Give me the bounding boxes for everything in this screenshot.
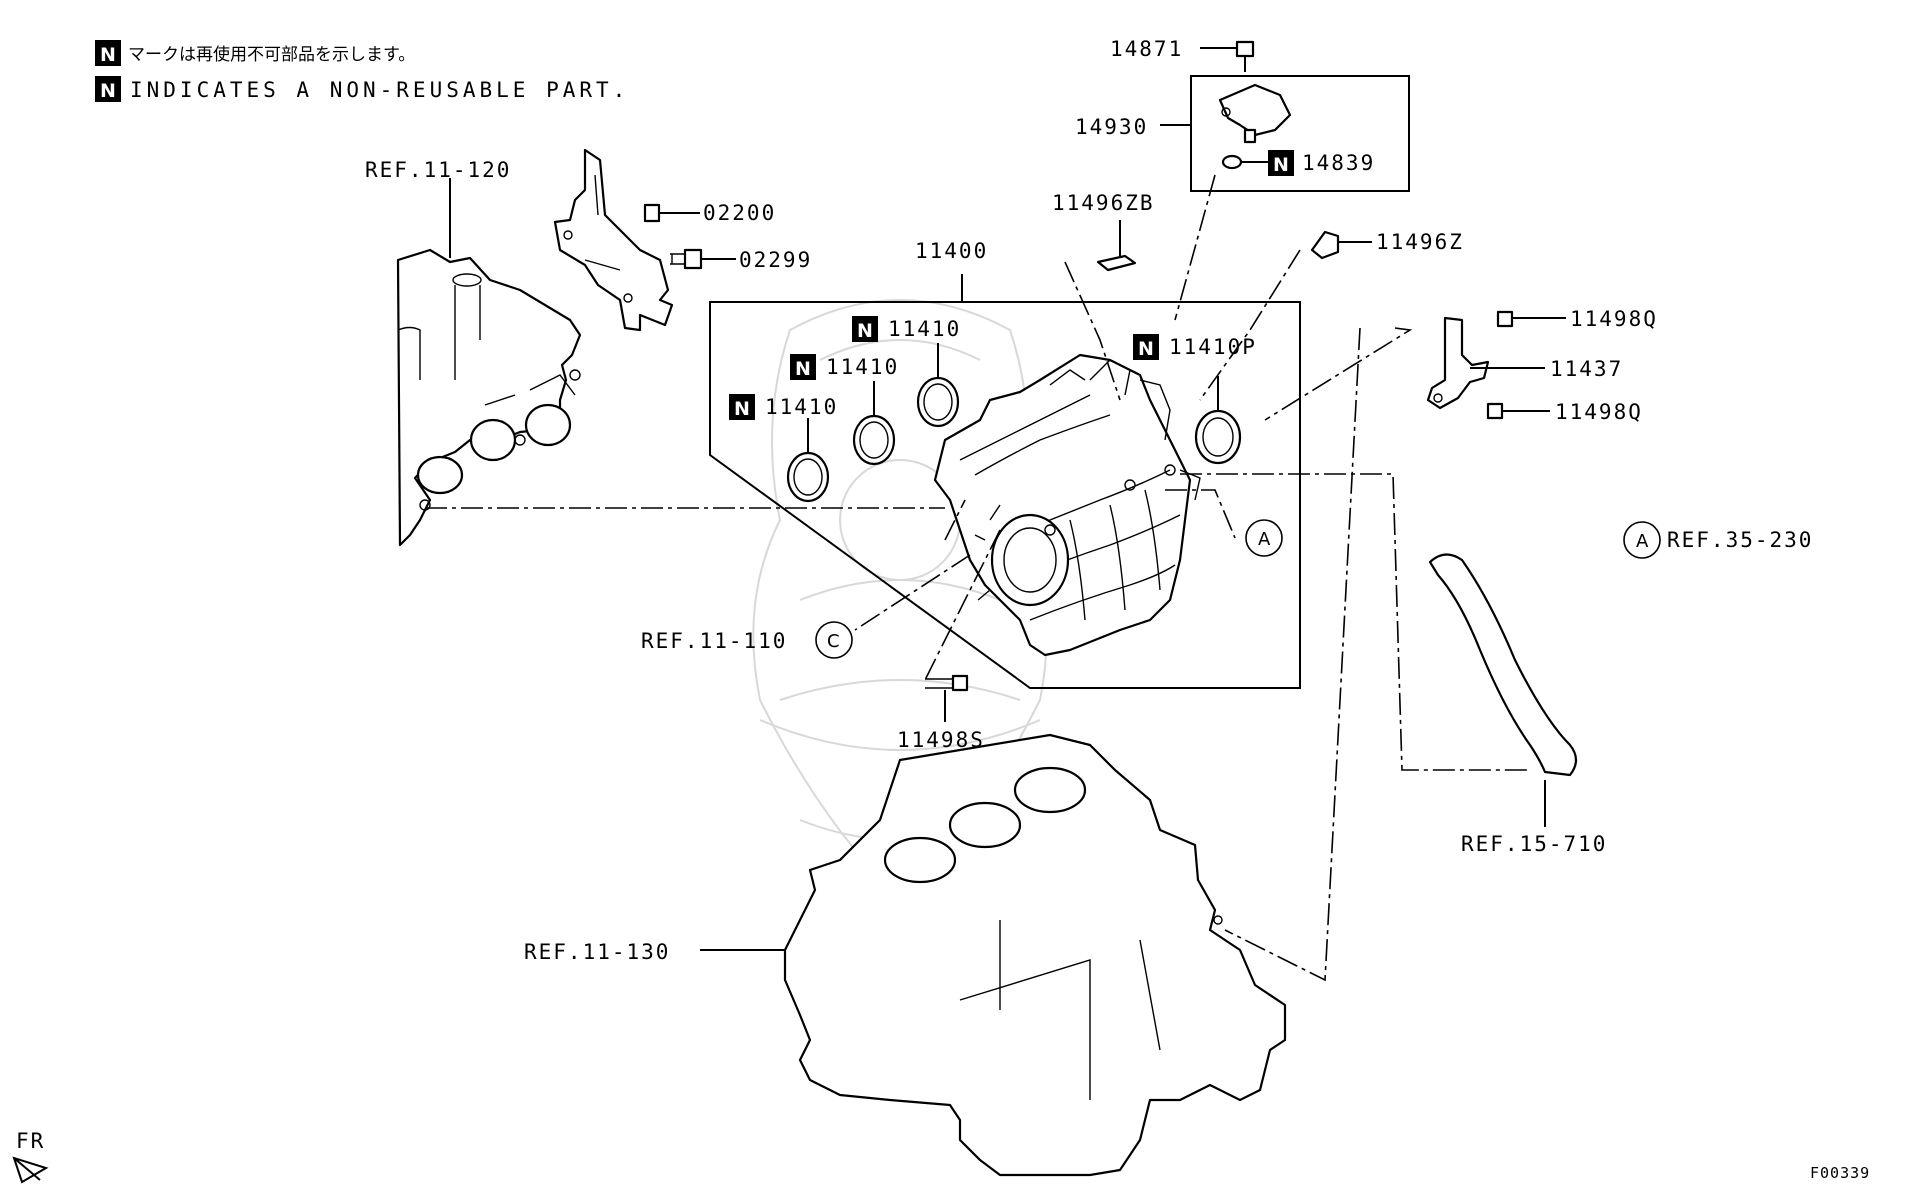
sensor-box bbox=[1160, 75, 1410, 192]
bolt-02299-icon bbox=[670, 248, 736, 270]
bolt-14871-icon bbox=[1200, 40, 1255, 72]
n-badge-14839: N bbox=[1268, 150, 1294, 176]
label-02200: 02200 bbox=[703, 201, 776, 225]
n-badge-11410-mid: N bbox=[790, 354, 816, 380]
drawing-code: F00339 bbox=[1810, 1164, 1870, 1182]
callout-a-manifold: A bbox=[1245, 519, 1283, 557]
front-label: FR bbox=[16, 1129, 45, 1153]
label-11498q-bottom: 11498Q bbox=[1555, 400, 1643, 424]
n-badge-letter: N bbox=[100, 44, 116, 66]
callout-a-ref: A bbox=[1623, 521, 1661, 559]
intake-manifold-drawing bbox=[933, 353, 1201, 657]
n-badge-11410-left: N bbox=[729, 394, 755, 420]
n-badge-11410p: N bbox=[1133, 334, 1159, 360]
clip-11496zb-icon bbox=[1096, 220, 1137, 272]
n-badge-letter: N bbox=[100, 80, 116, 102]
n-badge-icon bbox=[95, 40, 121, 66]
bolt-11498q-top-icon bbox=[1496, 310, 1566, 328]
gasket-ring-11410-left bbox=[786, 418, 830, 503]
cylinder-head-drawing bbox=[396, 248, 582, 547]
svg-text:N: N bbox=[1138, 338, 1154, 360]
label-11410-mid: 11410 bbox=[826, 355, 899, 379]
bolt-11498s-icon bbox=[925, 674, 969, 722]
front-direction-arrow-icon: FR bbox=[12, 1129, 49, 1184]
label-11410-left: 11410 bbox=[765, 395, 838, 419]
label-11498s: 11498S bbox=[897, 728, 985, 752]
svg-text:C: C bbox=[827, 631, 840, 652]
cylinder-block-drawing bbox=[700, 733, 1287, 1177]
bracket-02200-drawing bbox=[553, 148, 674, 332]
label-02299: 02299 bbox=[739, 248, 812, 272]
label-11410p: 11410P bbox=[1169, 335, 1257, 359]
label-11498q-top: 11498Q bbox=[1570, 307, 1658, 331]
n-badge-11410-right: N bbox=[852, 316, 878, 342]
ref-11-120: REF.11-120 bbox=[365, 158, 511, 182]
clip-11496z-icon bbox=[1310, 230, 1372, 260]
hose-drawing bbox=[1428, 553, 1578, 827]
svg-text:N: N bbox=[795, 358, 811, 380]
note-japanese: マークは再使用不可部品を示します。 bbox=[128, 44, 415, 65]
label-11496z: 11496Z bbox=[1376, 230, 1464, 254]
bracket-11437-drawing bbox=[1426, 316, 1490, 410]
svg-text:A: A bbox=[1258, 529, 1271, 550]
ref-11-110: REF.11-110 bbox=[641, 629, 787, 653]
svg-text:A: A bbox=[1636, 531, 1649, 552]
gasket-ring-11410p bbox=[1194, 376, 1242, 465]
gasket-ring-11410-mid bbox=[852, 381, 896, 466]
label-11400: 11400 bbox=[915, 239, 988, 263]
label-14839: 14839 bbox=[1302, 151, 1375, 175]
label-14930: 14930 bbox=[1075, 115, 1148, 139]
label-14871: 14871 bbox=[1110, 37, 1183, 61]
ref-35-230: REF.35-230 bbox=[1667, 528, 1813, 552]
phantom-lines bbox=[425, 174, 1530, 982]
label-11496zb: 11496ZB bbox=[1052, 191, 1155, 215]
note-english: INDICATES A NON-REUSABLE PART. bbox=[130, 78, 629, 102]
gasket-ring-11410-right bbox=[916, 343, 960, 428]
bolt-11498q-bottom-icon bbox=[1486, 402, 1550, 420]
label-11410-right: 11410 bbox=[888, 317, 961, 341]
intake-manifold-box bbox=[709, 274, 1301, 689]
svg-text:N: N bbox=[857, 320, 873, 342]
ref-15-710: REF.15-710 bbox=[1461, 832, 1607, 856]
ref-11-130: REF.11-130 bbox=[524, 940, 670, 964]
callout-c: C bbox=[815, 621, 853, 659]
svg-text:N: N bbox=[1273, 154, 1289, 176]
label-11437: 11437 bbox=[1550, 357, 1623, 381]
bolt-02200-icon bbox=[643, 203, 700, 223]
svg-text:N: N bbox=[734, 398, 750, 420]
n-badge-icon bbox=[95, 76, 121, 102]
non-reusable-note: N マークは再使用不可部品を示します。 N INDICATES A NON-RE… bbox=[95, 40, 629, 102]
